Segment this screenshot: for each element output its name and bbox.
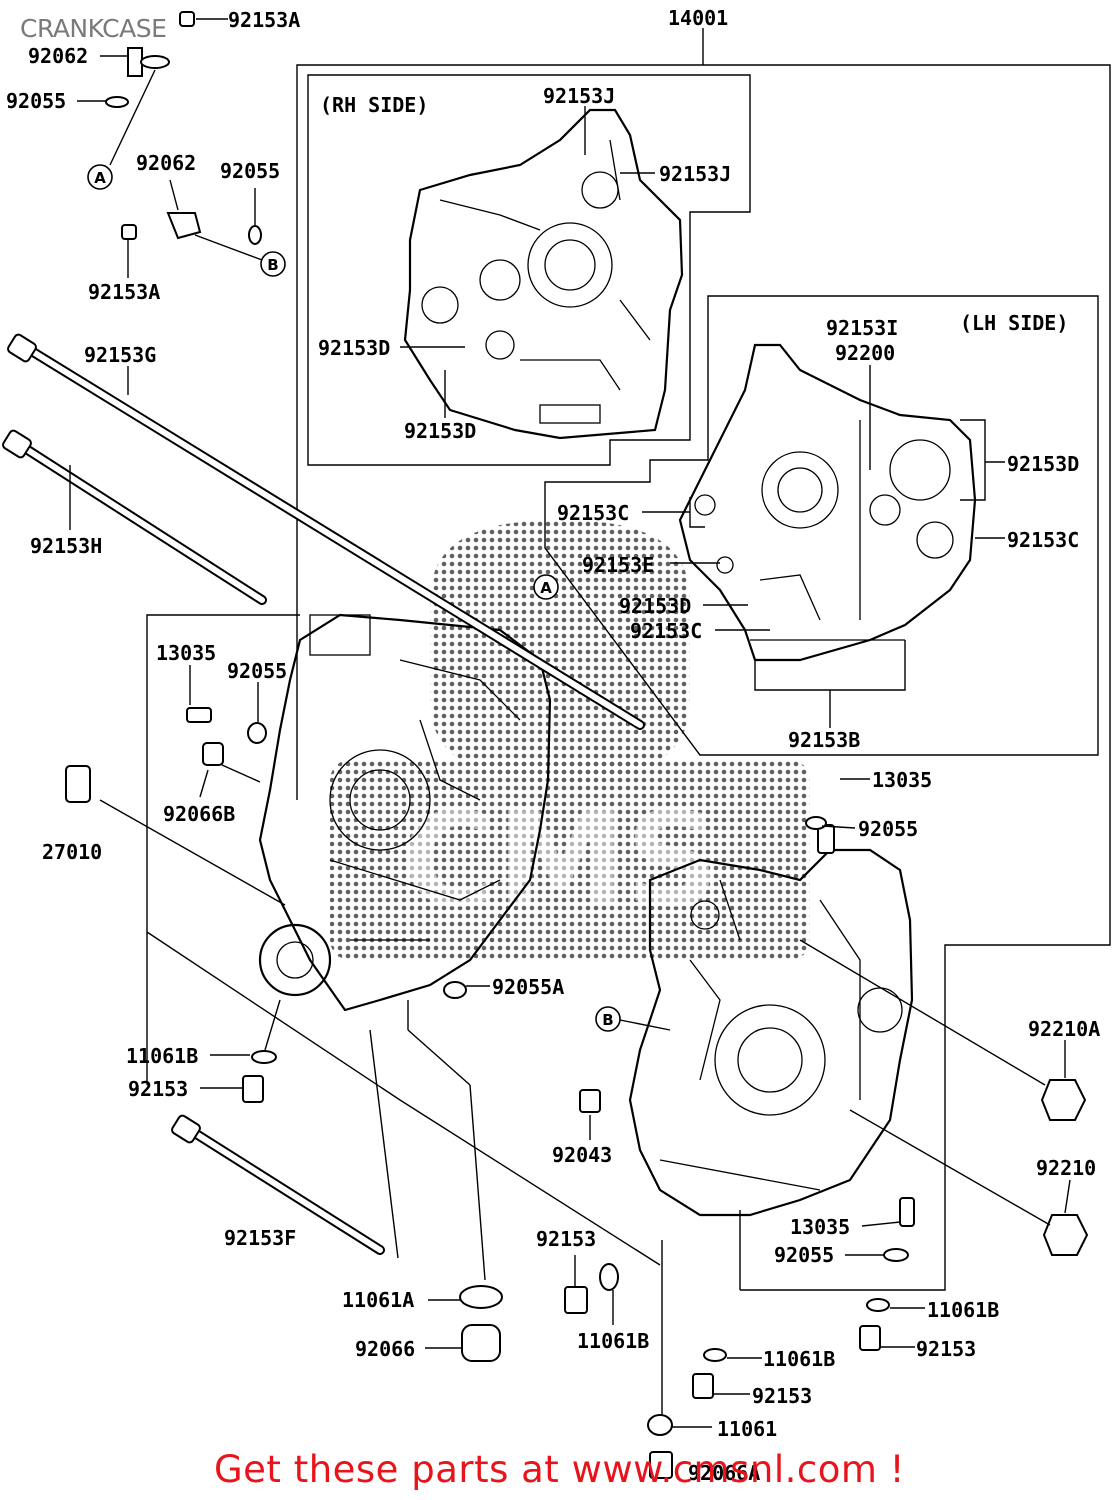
part-label: 92153G	[84, 343, 156, 367]
part-label: 11061	[717, 1417, 777, 1441]
part-label: 92153D	[619, 594, 691, 618]
section-title-lh: (LH SIDE)	[960, 311, 1068, 335]
main-crankcase-lh	[628, 848, 914, 1217]
callout-a-2	[533, 574, 559, 600]
part-label: 92153I	[826, 316, 898, 340]
part-label: 92055	[774, 1243, 834, 1267]
part-label: 92153J	[659, 162, 731, 186]
callout-a-1-text: A	[94, 169, 106, 187]
part-label: 11061B	[577, 1329, 649, 1353]
callout-b-1	[260, 251, 286, 277]
part-label: 92153D	[318, 336, 390, 360]
part-label: 92153B	[788, 728, 860, 752]
section-title-rh: (RH SIDE)	[320, 93, 428, 117]
part-label: 14001	[668, 6, 728, 30]
callout-b-1-text: B	[267, 256, 278, 274]
part-label: 92153	[752, 1384, 812, 1408]
part-label: 92062	[136, 151, 196, 175]
part-label: 92153C	[557, 501, 629, 525]
page-title: CRANKCASE	[20, 14, 167, 43]
section-frames	[146, 64, 1111, 1291]
part-label: 92153E	[582, 553, 654, 577]
part-label: 92043	[552, 1143, 612, 1167]
part-label: 92062	[28, 44, 88, 68]
part-label: 92153F	[224, 1226, 296, 1250]
part-label: 92210	[1036, 1156, 1096, 1180]
part-label: 92153C	[1007, 528, 1079, 552]
small-parts	[65, 11, 1089, 1479]
part-label: 11061B	[126, 1044, 198, 1068]
part-label: 13035	[872, 768, 932, 792]
long-bolt-92153F	[171, 1114, 385, 1255]
part-label: 92153A	[228, 8, 300, 32]
rh-side-crankcase	[403, 108, 684, 440]
part-label: 92153H	[30, 534, 102, 558]
part-label: 92055A	[492, 975, 564, 999]
part-label: 92055	[220, 159, 280, 183]
part-label: 92055	[6, 89, 66, 113]
part-label: 92066	[355, 1337, 415, 1361]
callout-markers: A B A B	[87, 164, 621, 1032]
part-label: 27010	[42, 840, 102, 864]
part-label: 92153A	[88, 280, 160, 304]
watermark: CMS	[330, 520, 810, 960]
lh-side-crankcase	[678, 343, 977, 662]
part-label: 92153D	[404, 419, 476, 443]
part-label: 92055	[227, 659, 287, 683]
part-label: 11061A	[342, 1288, 414, 1312]
watermark-text: CMS	[401, 784, 719, 936]
part-label: 92153	[536, 1227, 596, 1251]
promo-banner[interactable]: Get these parts at www.cmsnl.com !	[213, 1448, 905, 1491]
part-label: 11061B	[763, 1347, 835, 1371]
part-label: 92153D	[1007, 452, 1079, 476]
part-label: 92200	[835, 341, 895, 365]
part-labels: 92153A 92062 92055 92062 92055 92153A 14…	[6, 6, 1100, 1485]
part-label: 92055	[858, 817, 918, 841]
part-label: 13035	[790, 1215, 850, 1239]
callout-a-2-text: A	[540, 579, 552, 597]
part-label: 11061B	[927, 1298, 999, 1322]
long-bolt-92153H	[2, 429, 267, 605]
part-label: 92153C	[630, 619, 702, 643]
part-label: 13035	[156, 641, 216, 665]
leader-lines	[69, 18, 1071, 1428]
part-label: 92210A	[1028, 1017, 1100, 1041]
part-label: 92153J	[543, 84, 615, 108]
long-bolt-92153G	[7, 333, 645, 730]
callout-a-1	[87, 164, 113, 190]
callout-b-2	[595, 1006, 621, 1032]
part-label: 92153	[128, 1077, 188, 1101]
part-label: 92153	[916, 1337, 976, 1361]
part-label: 92066A	[688, 1461, 760, 1485]
callout-b-2-text: B	[602, 1011, 613, 1029]
part-label: 92066B	[163, 802, 235, 826]
